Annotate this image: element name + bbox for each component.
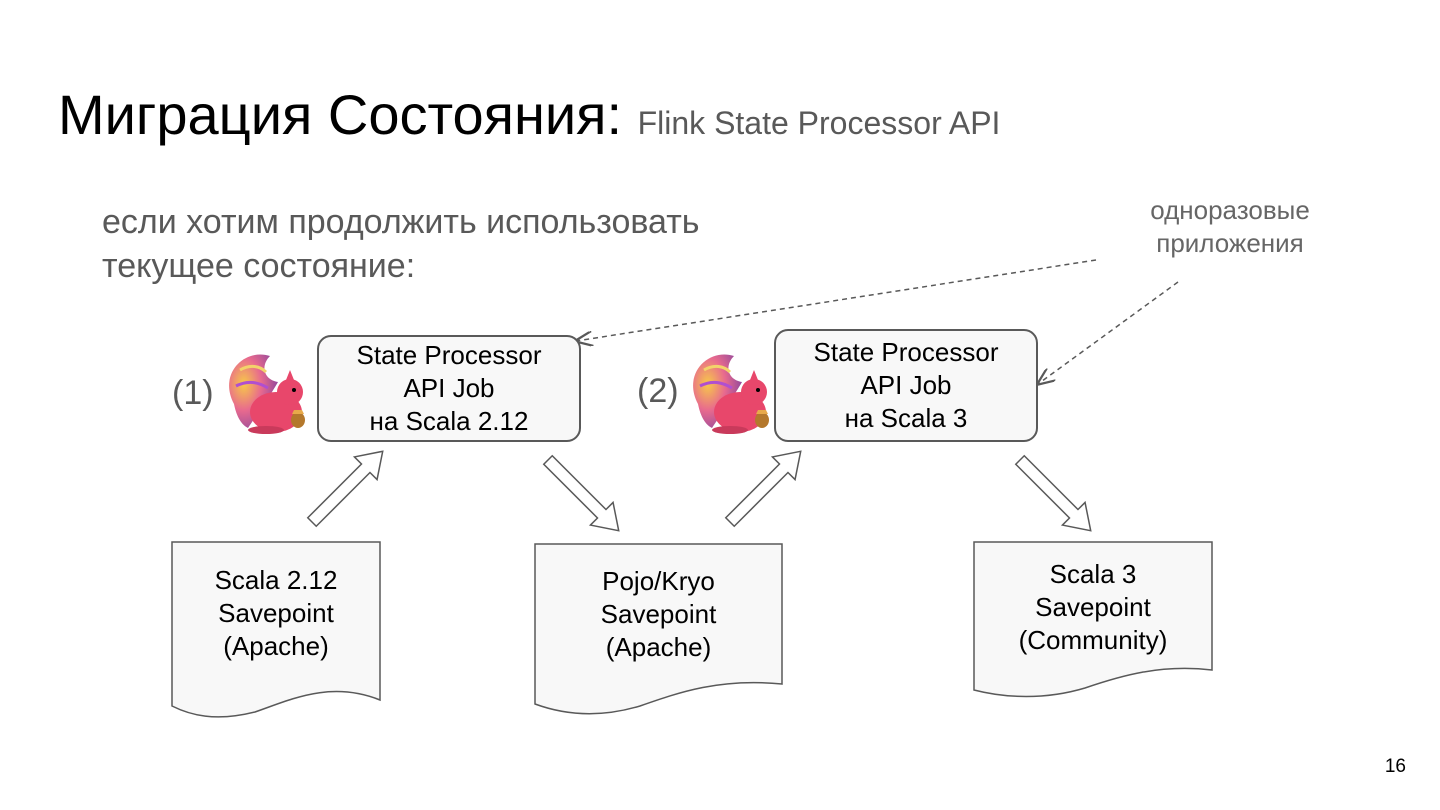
job-line: State Processor (813, 337, 999, 367)
step-number-2: (2) (637, 372, 679, 410)
title-main: Миграция Состояния: (58, 83, 623, 146)
job-box-scala-3: State Processor API Job на Scala 3 (774, 329, 1038, 442)
step-number-1: (1) (172, 374, 214, 412)
doc-line: Scala 2.12 (214, 565, 338, 595)
document-shape (534, 543, 783, 715)
document-shape (171, 541, 381, 718)
doc-line: Savepoint (600, 599, 717, 629)
one-off-apps-note: одноразовые приложения (1130, 194, 1330, 260)
savepoint-doc-pojo-kryo: Pojo/Kryo Savepoint (Apache) (535, 565, 782, 664)
page-number: 16 (1384, 756, 1406, 777)
savepoint-doc-scala-2-12: Scala 2.12 Savepoint (Apache) (172, 564, 380, 663)
savepoint-doc-scala-3: Scala 3 Savepoint (Community) (974, 558, 1212, 657)
flink-logo-icon (229, 354, 305, 434)
job-line: API Job (860, 370, 952, 400)
dashed-arrow (1038, 281, 1179, 384)
job-line: на Scala 2.12 (369, 406, 529, 436)
doc-line: Savepoint (218, 598, 334, 628)
intro-line: если хотим продолжить использовать (102, 203, 700, 241)
dashed-arrow (576, 259, 1097, 341)
job-line: на Scala 3 (844, 403, 968, 433)
block-arrow (542, 454, 620, 532)
intro-text: если хотим продолжить использовать текущ… (102, 200, 700, 288)
slide-title: Миграция Состояния: Flink State Processo… (58, 82, 1000, 147)
doc-line: Scala 3 (1049, 559, 1137, 589)
flink-logo-icon (693, 354, 769, 434)
block-arrow (724, 450, 802, 528)
document-shape (973, 541, 1213, 698)
doc-line: Pojo/Kryo (602, 566, 715, 596)
job-line: API Job (403, 373, 495, 403)
title-subtitle: Flink State Processor API (637, 105, 1001, 141)
note-line: одноразовые (1150, 195, 1310, 225)
doc-line: Savepoint (1035, 592, 1151, 622)
doc-line: (Community) (1018, 625, 1168, 655)
intro-line: текущее состояние: (102, 247, 416, 285)
doc-line: (Apache) (605, 632, 712, 662)
block-arrow (306, 450, 384, 528)
job-box-scala-2-12: State Processor API Job на Scala 2.12 (317, 335, 581, 442)
note-line: приложения (1156, 228, 1304, 258)
job-line: State Processor (356, 340, 542, 370)
block-arrow (1014, 454, 1092, 532)
doc-line: (Apache) (223, 631, 329, 661)
